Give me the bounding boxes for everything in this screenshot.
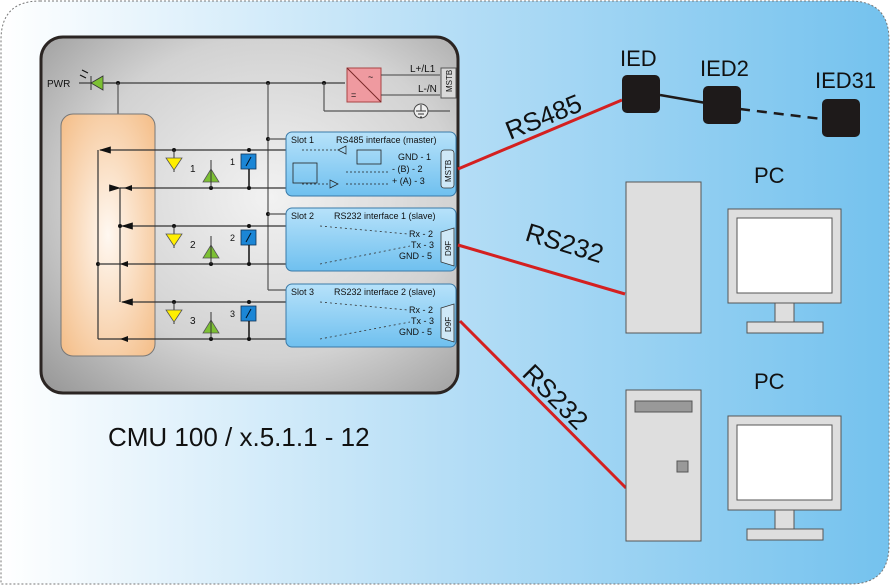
channel-lines xyxy=(98,146,288,342)
terminal-l1-label: L+/L1 xyxy=(410,64,436,75)
svg-text:1: 1 xyxy=(190,164,196,175)
pc-2-label: PC xyxy=(754,369,785,394)
slot-1-card: Slot 1 RS485 interface (master) GND - 1 … xyxy=(285,131,457,197)
svg-text:GND - 1: GND - 1 xyxy=(398,152,431,162)
slot-1-connector: MSTB xyxy=(444,160,453,182)
channel-3-indicators: 3 3 xyxy=(165,300,257,341)
slot-3-card: Slot 3 RS232 interface 2 (slave) Rx - 2 … xyxy=(285,283,457,348)
ied-1-node[interactable] xyxy=(622,75,660,113)
pc-1-label: PC xyxy=(754,163,785,188)
svg-text:Rx - 2: Rx - 2 xyxy=(409,305,433,315)
svg-text:Slot 1: Slot 1 xyxy=(291,135,314,145)
svg-text:MSTB: MSTB xyxy=(445,70,454,92)
rs232-link-1 xyxy=(457,243,626,296)
ground-icon xyxy=(413,103,429,119)
yellow-led-icon xyxy=(165,309,183,323)
svg-text:2: 2 xyxy=(190,240,196,251)
ied-2-label: IED2 xyxy=(700,56,749,81)
pc-2-tower xyxy=(625,389,702,542)
slot-2-connector: D9F xyxy=(444,241,453,256)
svg-text:- (B) - 2: - (B) - 2 xyxy=(392,164,423,174)
svg-text:Tx - 3: Tx - 3 xyxy=(411,240,434,250)
svg-text:Slot 2: Slot 2 xyxy=(291,211,314,221)
svg-text:1: 1 xyxy=(230,157,235,167)
svg-text:GND - 5: GND - 5 xyxy=(399,327,432,337)
svg-text:Rx - 2: Rx - 2 xyxy=(409,229,433,239)
svg-text:RS485 interface (master): RS485 interface (master) xyxy=(336,135,437,145)
yellow-led-icon xyxy=(165,233,183,247)
channel-1-indicators: 1 1 xyxy=(165,148,257,190)
svg-text:GND - 5: GND - 5 xyxy=(399,251,432,261)
rs232-link-2 xyxy=(458,319,628,490)
ied-1-label: IED xyxy=(620,46,657,71)
svg-text:Tx - 3: Tx - 3 xyxy=(411,316,434,326)
yellow-led-icon xyxy=(165,157,183,171)
pc-2[interactable]: PC xyxy=(625,369,842,542)
device-caption: CMU 100 / x.5.1.1 - 12 xyxy=(108,422,370,452)
svg-text:=: = xyxy=(351,90,356,100)
power-connector: MSTB xyxy=(440,67,457,99)
slot-3-connector: D9F xyxy=(444,317,453,332)
cpu-block xyxy=(60,113,156,357)
svg-text:Slot 3: Slot 3 xyxy=(291,287,314,297)
terminal-ln-label: L-/N xyxy=(418,84,437,95)
svg-text:RS232 interface 2 (slave): RS232 interface 2 (slave) xyxy=(334,287,436,297)
power-converter-icon: ~ = xyxy=(346,67,382,103)
svg-text:3: 3 xyxy=(190,316,196,327)
pwr-label: PWR xyxy=(47,79,70,90)
rs485-link xyxy=(457,98,623,171)
cmu-device: PWR ~ = L+/L1 L-/N MSTB xyxy=(39,35,460,395)
pc-1-tower xyxy=(625,181,702,334)
slot-2-card: Slot 2 RS232 interface 1 (slave) Rx - 2 … xyxy=(285,207,457,272)
svg-text:~: ~ xyxy=(368,72,373,82)
ied-chain: IED IED2 IED31 xyxy=(620,46,876,137)
ied-31-node[interactable] xyxy=(822,99,860,137)
svg-text:+ (A) - 3: + (A) - 3 xyxy=(392,176,425,186)
ied-2-node[interactable] xyxy=(703,86,741,124)
svg-text:RS232 interface 1 (slave): RS232 interface 1 (slave) xyxy=(334,211,436,221)
ied-31-label: IED31 xyxy=(815,68,876,93)
svg-text:3: 3 xyxy=(230,309,235,319)
pc-1[interactable]: PC xyxy=(625,163,842,334)
channel-2-indicators: 2 2 xyxy=(165,224,257,266)
svg-text:2: 2 xyxy=(230,233,235,243)
